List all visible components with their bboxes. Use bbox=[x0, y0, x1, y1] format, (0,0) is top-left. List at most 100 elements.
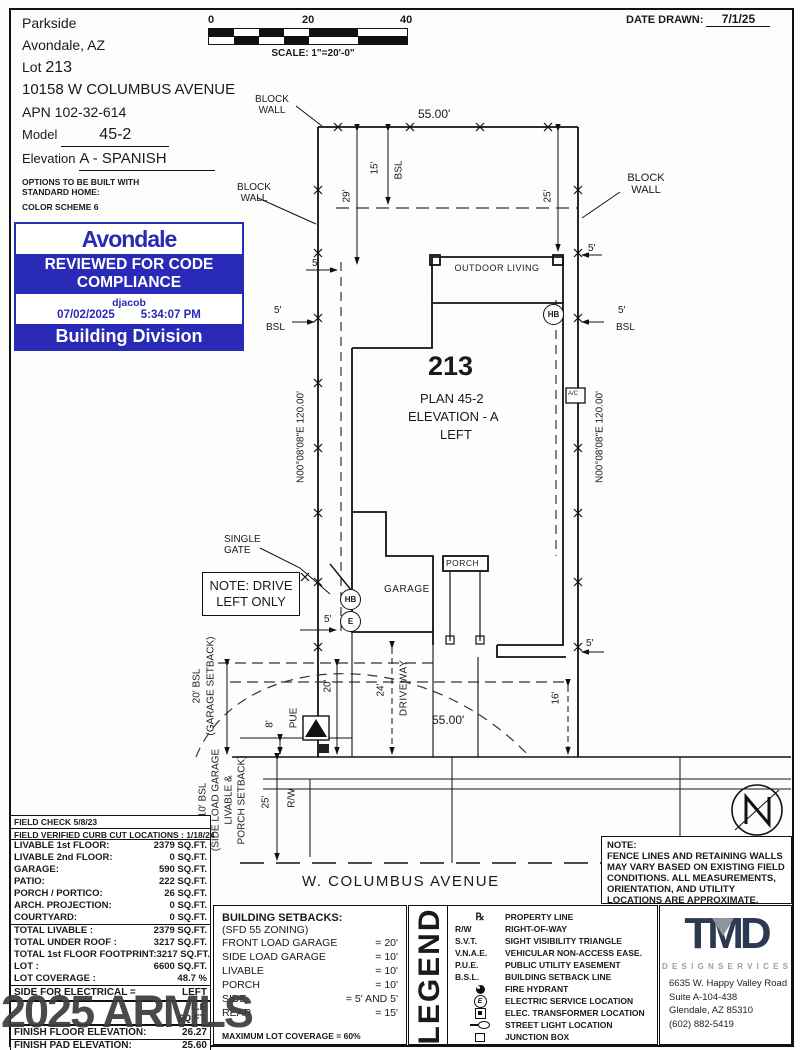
drive-note-text: NOTE: DRIVE LEFT ONLY bbox=[209, 578, 293, 609]
electric-service-icon: E bbox=[340, 611, 361, 632]
firm-address-2: Suite A-104-438 bbox=[669, 991, 738, 1003]
dim-8: 8' bbox=[264, 720, 276, 728]
stamp-user: djacob bbox=[112, 297, 146, 309]
lot-prefix: Lot bbox=[22, 59, 42, 75]
options-line-1: OPTIONS TO BE BUILT WITH bbox=[22, 177, 140, 187]
hose-bib-icon-garage: HB bbox=[340, 589, 361, 610]
scale-tick-40: 40 bbox=[400, 14, 413, 26]
setbacks-rows: FRONT LOAD GARAGE= 20'SIDE LOAD GARAGE= … bbox=[222, 936, 398, 1020]
lot-width-dim-top: 55.00' bbox=[418, 107, 451, 121]
date-drawn-label: DATE DRAWN: bbox=[626, 14, 704, 26]
dim-5-left: 5' bbox=[274, 305, 282, 316]
firm-address-1: 6635 W. Happy Valley Road bbox=[669, 978, 788, 989]
dim-16: 16' bbox=[550, 691, 562, 705]
dim-5-garage: 5' bbox=[324, 614, 332, 625]
area-row: LIVABLE 1st FLOOR:2379 SQ.FT. bbox=[14, 840, 207, 851]
setbacks-title: BUILDING SETBACKS: bbox=[222, 912, 343, 924]
north-arrow-icon bbox=[731, 784, 783, 836]
electric-service-legend-icon: E bbox=[473, 994, 487, 1008]
area-row: GARAGE:590 SQ.FT. bbox=[14, 864, 207, 875]
scale-bar: 0 20 40 SCALE: 1"=20'-0" bbox=[208, 14, 418, 59]
bearing-right: N00°08'08"E 120.00' bbox=[594, 391, 606, 483]
side-setback-4: PORCH SETBACK) bbox=[236, 755, 248, 845]
side-setback-3: LIVABLE & bbox=[223, 775, 235, 825]
dim-15: 15' bbox=[369, 161, 381, 175]
area-table: LIVABLE 1st FLOOR:2379 SQ.FT.LIVABLE 2nd… bbox=[10, 839, 211, 925]
garage-label: GARAGE bbox=[384, 584, 430, 595]
area-row: PATIO:222 SQ.FT. bbox=[14, 876, 207, 887]
firm-block: TMD D E S I G N S E R V I C E S 6635 W. … bbox=[659, 905, 792, 1045]
dim-25-street: 25' bbox=[260, 795, 272, 809]
plan-side: LEFT bbox=[440, 427, 472, 442]
total-row: TOTAL 1st FLOOR FOOTPRINT:3217 SQ.FT. bbox=[14, 949, 210, 960]
lot-number: 213 bbox=[45, 59, 73, 76]
dim-5-topright: 5' bbox=[588, 243, 596, 254]
lot-width-dim-bottom: 55.00' bbox=[432, 713, 465, 727]
model-value: 45-2 bbox=[61, 124, 170, 147]
title-block: Parkside Avondale, AZ Lot 213 10158 W CO… bbox=[22, 12, 235, 212]
finish-pad-box: FINISH PAD ELEVATION: 25.60 bbox=[10, 1039, 211, 1050]
setback-row: SIDE= 5' AND 5' bbox=[222, 993, 398, 1005]
obscured-row: SQ.FT. bbox=[177, 1013, 207, 1024]
electrical-label: SIDE FOR ELECTRICAL = bbox=[14, 987, 136, 998]
block-wall-label-top: BLOCK WALL bbox=[255, 94, 289, 116]
dim-5-topleft: 5' bbox=[312, 258, 320, 269]
area-row: ARCH. PROJECTION:0 SQ.FT. bbox=[14, 900, 207, 911]
field-check-box: FIELD CHECK 5/8/23 FIELD VERIFIED CURB C… bbox=[10, 815, 215, 842]
total-row: TOTAL LIVABLE :2379 SQ.FT. bbox=[14, 925, 207, 936]
area-row: PORCH / PORTICO:26 SQ.FT. bbox=[14, 888, 207, 899]
property-line-icon: ℞ bbox=[475, 911, 485, 923]
rw-label: R/W bbox=[286, 788, 298, 808]
firm-tagline: D E S I G N S E R V I C E S bbox=[661, 962, 790, 971]
dim-25-rear: 25' bbox=[542, 189, 554, 203]
garage-setback-1: 20' BSL bbox=[191, 668, 203, 704]
note-body: FENCE LINES AND RETAINING WALLS MAY VARY… bbox=[607, 851, 785, 906]
electrical-value: LEFT bbox=[182, 987, 207, 998]
porch-label: PORCH bbox=[446, 558, 480, 568]
side-setback-1: 10' BSL bbox=[197, 782, 209, 818]
apn: APN 102-32-614 bbox=[22, 104, 127, 120]
scale-label: SCALE: 1"=20'-0" bbox=[271, 48, 355, 59]
dim-29: 29' bbox=[341, 189, 353, 203]
dim-20: 20' bbox=[322, 679, 334, 693]
obscured-rows-box: L.F.SQ.FT. bbox=[10, 1001, 211, 1025]
bsl-left: BSL bbox=[266, 322, 285, 333]
total-row: LOT :6600 SQ.FT. bbox=[14, 961, 207, 972]
street-name: W. COLUMBUS AVENUE bbox=[302, 873, 500, 890]
house-footprint bbox=[329, 254, 566, 658]
setback-row: LIVABLE= 10' bbox=[222, 965, 398, 977]
total-row: LOT COVERAGE :48.7 % bbox=[14, 973, 207, 984]
total-row: TOTAL UNDER ROOF :3217 SQ.FT. bbox=[14, 937, 207, 948]
firm-address-3: Glendale, AZ 85310 bbox=[669, 1005, 753, 1016]
plan-name: PLAN 45-2 bbox=[420, 391, 484, 406]
model-label: Model bbox=[22, 127, 58, 142]
driveway-label: DRIVEWAY bbox=[398, 659, 410, 717]
svg-text:TMD: TMD bbox=[684, 910, 770, 956]
outdoor-living-label: OUTDOOR LIVING bbox=[454, 263, 540, 273]
sheet-border bbox=[9, 8, 794, 1047]
project-name: Parkside bbox=[22, 15, 77, 31]
options-line-2: STANDARD HOME: bbox=[22, 187, 100, 197]
stamp-date: 07/02/2025 bbox=[57, 309, 115, 321]
ac-unit-icon bbox=[565, 387, 586, 404]
block-wall-label-right: BLOCK WALL bbox=[627, 172, 665, 197]
elevation-value: A - SPANISH bbox=[79, 148, 216, 171]
transformer-icon bbox=[302, 715, 330, 741]
dim-5-front: 5' bbox=[586, 638, 594, 649]
max-coverage: MAXIMUM LOT COVERAGE = 60% bbox=[222, 1031, 361, 1041]
date-drawn-value: 7/1/25 bbox=[706, 12, 771, 27]
drive-note-box: NOTE: DRIVE LEFT ONLY bbox=[202, 572, 300, 616]
dim-5-right: 5' bbox=[618, 305, 626, 316]
single-gate-label: SINGLE GATE bbox=[224, 534, 261, 556]
plan-elevation: ELEVATION - A bbox=[408, 409, 499, 424]
stamp-time: 5:34:07 PM bbox=[140, 309, 201, 321]
setback-row: SIDE LOAD GARAGE= 10' bbox=[222, 951, 398, 963]
bsl-right: BSL bbox=[616, 322, 635, 333]
junction-box-legend-icon bbox=[475, 1032, 485, 1042]
area-row: COURTYARD:0 SQ.FT. bbox=[14, 912, 207, 923]
building-setbacks-box: BUILDING SETBACKS: (SFD 55 ZONING) FRONT… bbox=[213, 905, 407, 1045]
field-check-row: FIELD CHECK 5/8/23 bbox=[14, 817, 98, 827]
